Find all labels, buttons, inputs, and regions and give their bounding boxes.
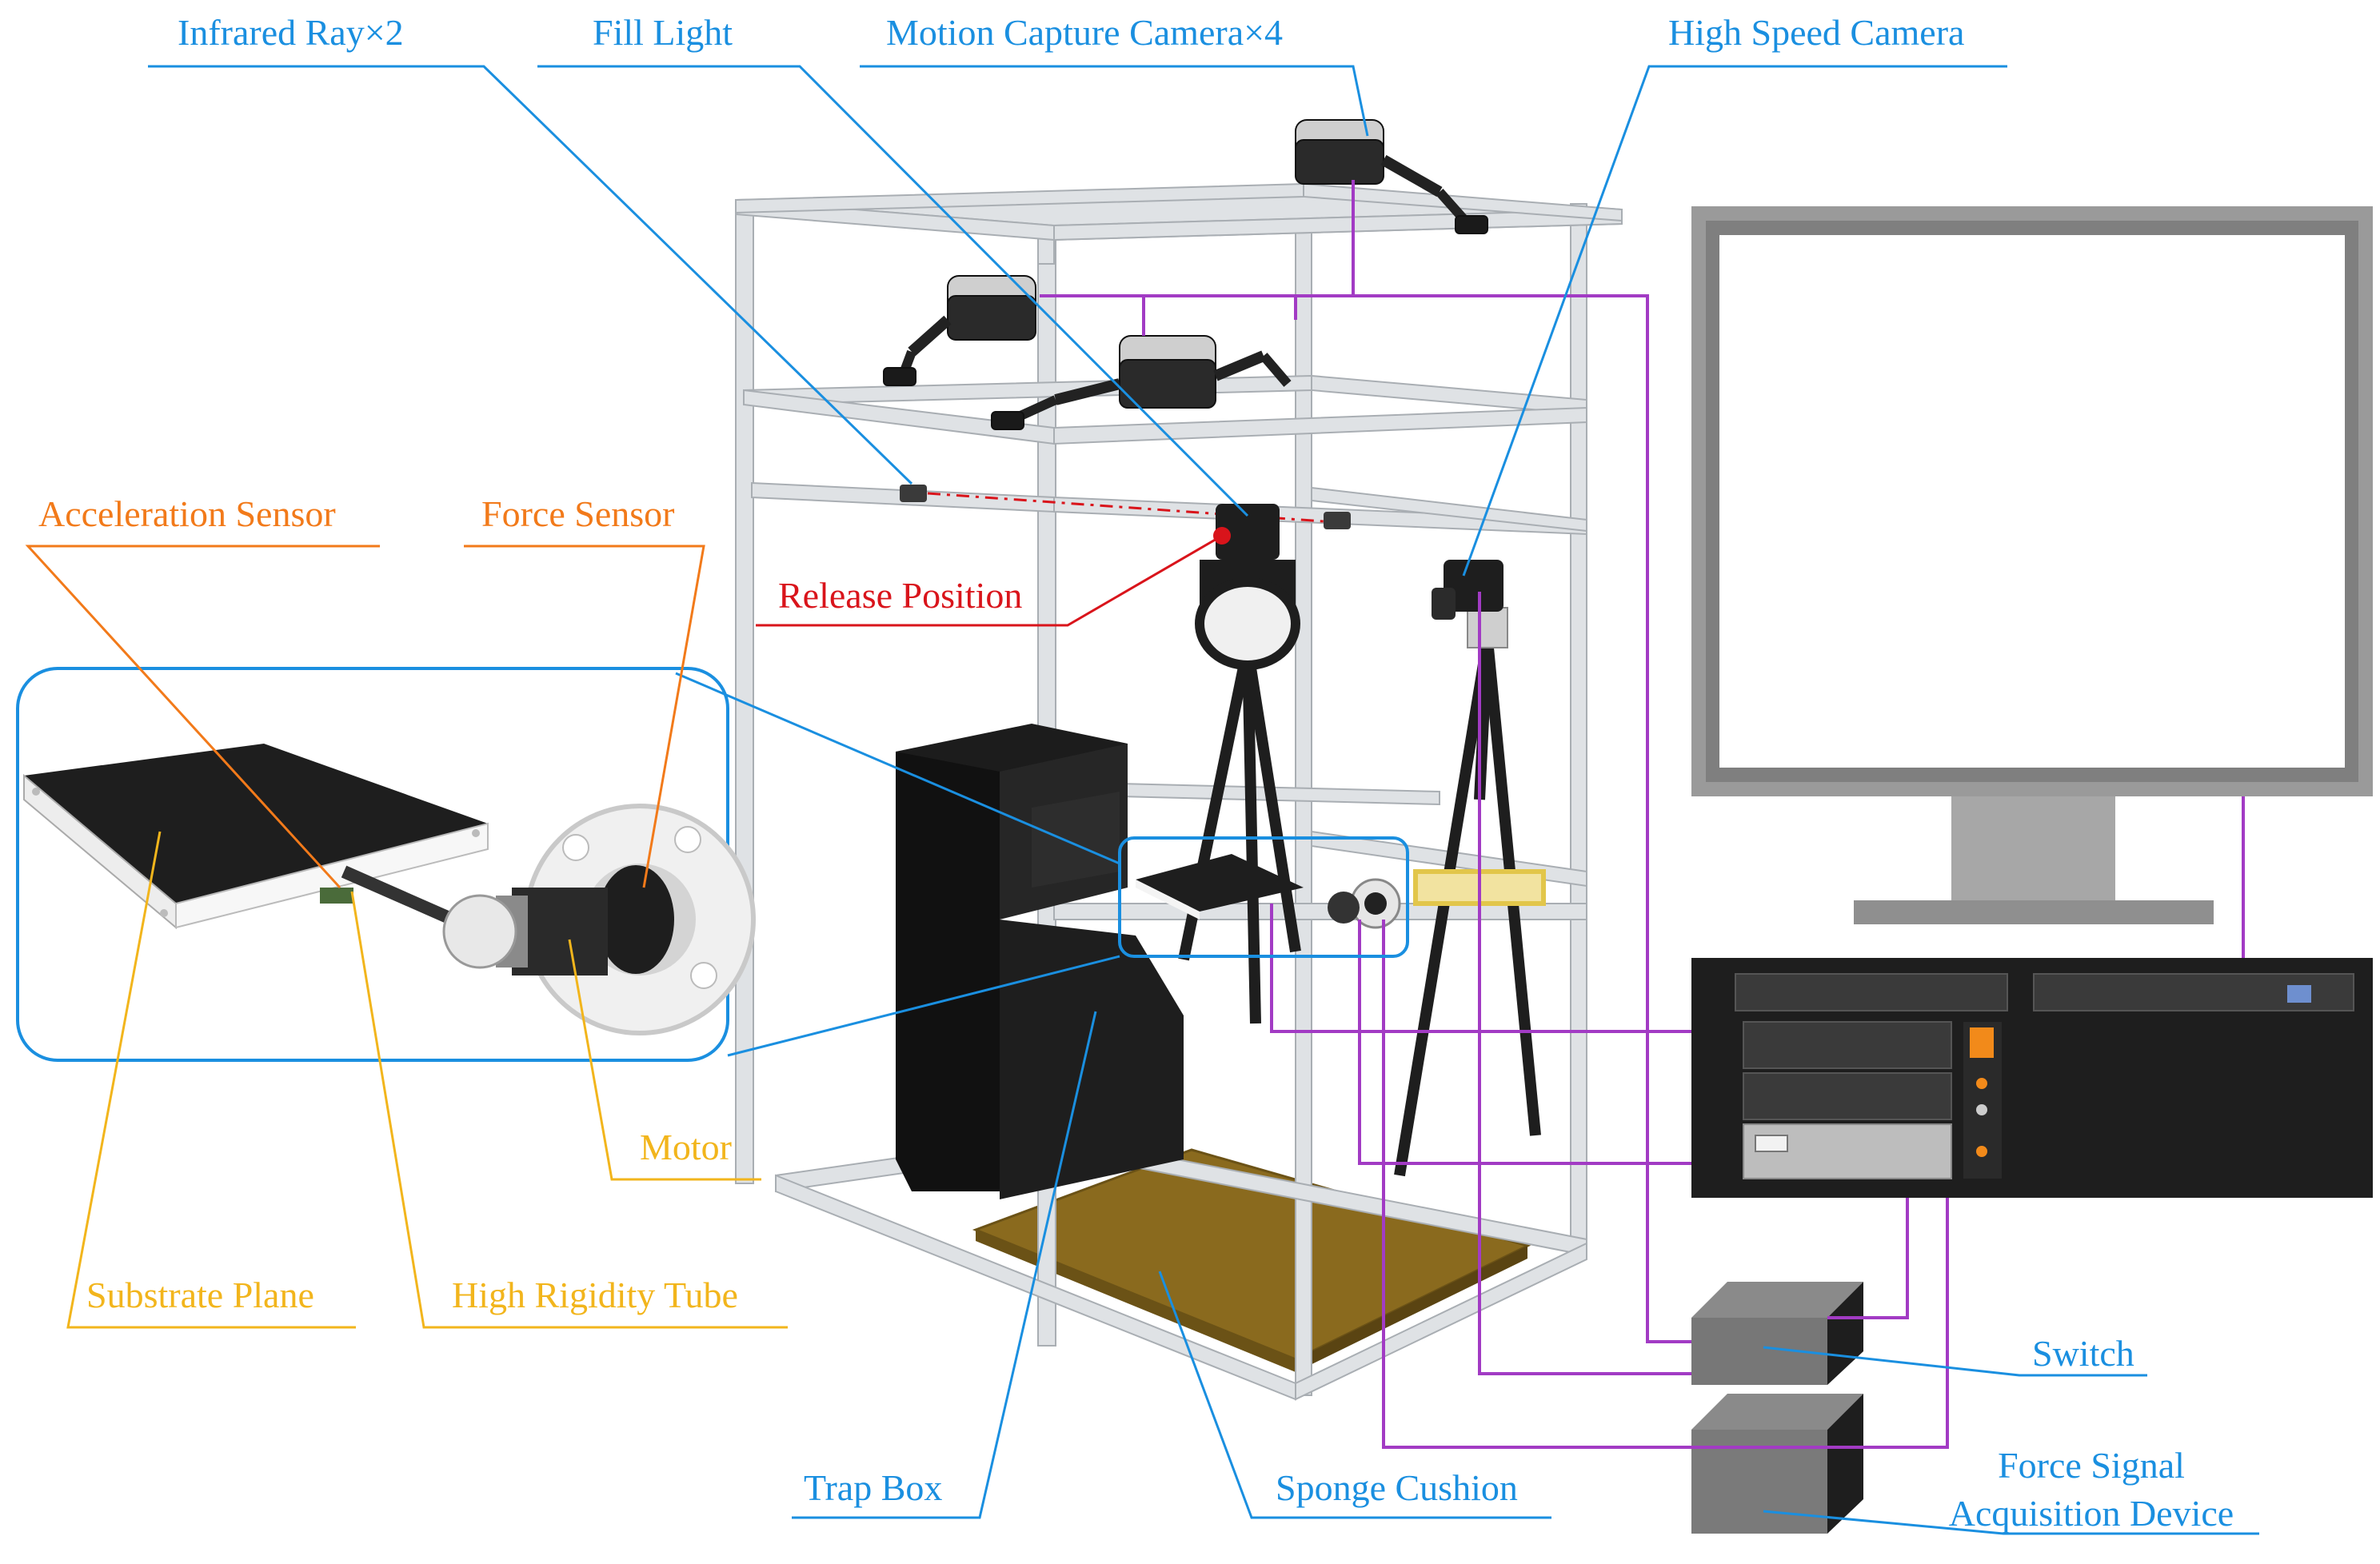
label-infrared-ray: Infrared Ray×2 — [178, 12, 404, 53]
label-force-sensor: Force Sensor — [481, 493, 675, 534]
label-high-rigidity-tube: High Rigidity Tube — [452, 1275, 738, 1315]
motor-detail — [442, 804, 756, 1035]
label-fill-light: Fill Light — [593, 12, 733, 53]
substrate-plane-small — [1136, 854, 1304, 912]
leader-lines — [25, 65, 2259, 1535]
label-force-signal-line1: Force Signal — [1998, 1445, 2185, 1486]
force-signal-acquisition-device — [1691, 1394, 1863, 1534]
motor-small — [1328, 878, 1401, 929]
label-force-signal-line2: Acquisition Device — [1948, 1492, 2234, 1534]
motion-capture-camera-left — [883, 275, 1036, 386]
motion-capture-camera-top — [1295, 119, 1488, 234]
label-release-position: Release Position — [778, 575, 1023, 616]
monitor — [1691, 206, 2373, 924]
label-substrate-plane: Substrate Plane — [86, 1275, 314, 1315]
cables — [1040, 180, 2245, 1449]
label-sponge-cushion: Sponge Cushion — [1276, 1467, 1518, 1508]
label-motor: Motor — [640, 1127, 732, 1167]
label-switch: Switch — [2032, 1333, 2134, 1374]
computer-tower — [1691, 958, 2373, 1198]
label-motion-capture-camera: Motion Capture Camera×4 — [886, 12, 1284, 53]
infrared-emitter-right — [1324, 512, 1351, 529]
label-force-signal-acquisition-device: Force Signal Acquisition Device — [1931, 1442, 2251, 1538]
label-high-speed-camera: High Speed Camera — [1668, 12, 1965, 53]
detail-highlight-box — [1118, 836, 1409, 958]
infrared-beam — [927, 492, 1324, 523]
infrared-emitter-left — [900, 485, 927, 502]
trap-box — [896, 724, 1184, 1199]
motion-capture-camera-center — [991, 335, 1292, 430]
label-trap-box: Trap Box — [804, 1467, 943, 1508]
label-acceleration-sensor: Acceleration Sensor — [38, 493, 336, 534]
acceleration-sensor-detail — [320, 888, 353, 904]
fill-light — [1178, 504, 1301, 1024]
substrate-plane-detail — [23, 744, 489, 930]
switch-device — [1691, 1282, 1863, 1385]
